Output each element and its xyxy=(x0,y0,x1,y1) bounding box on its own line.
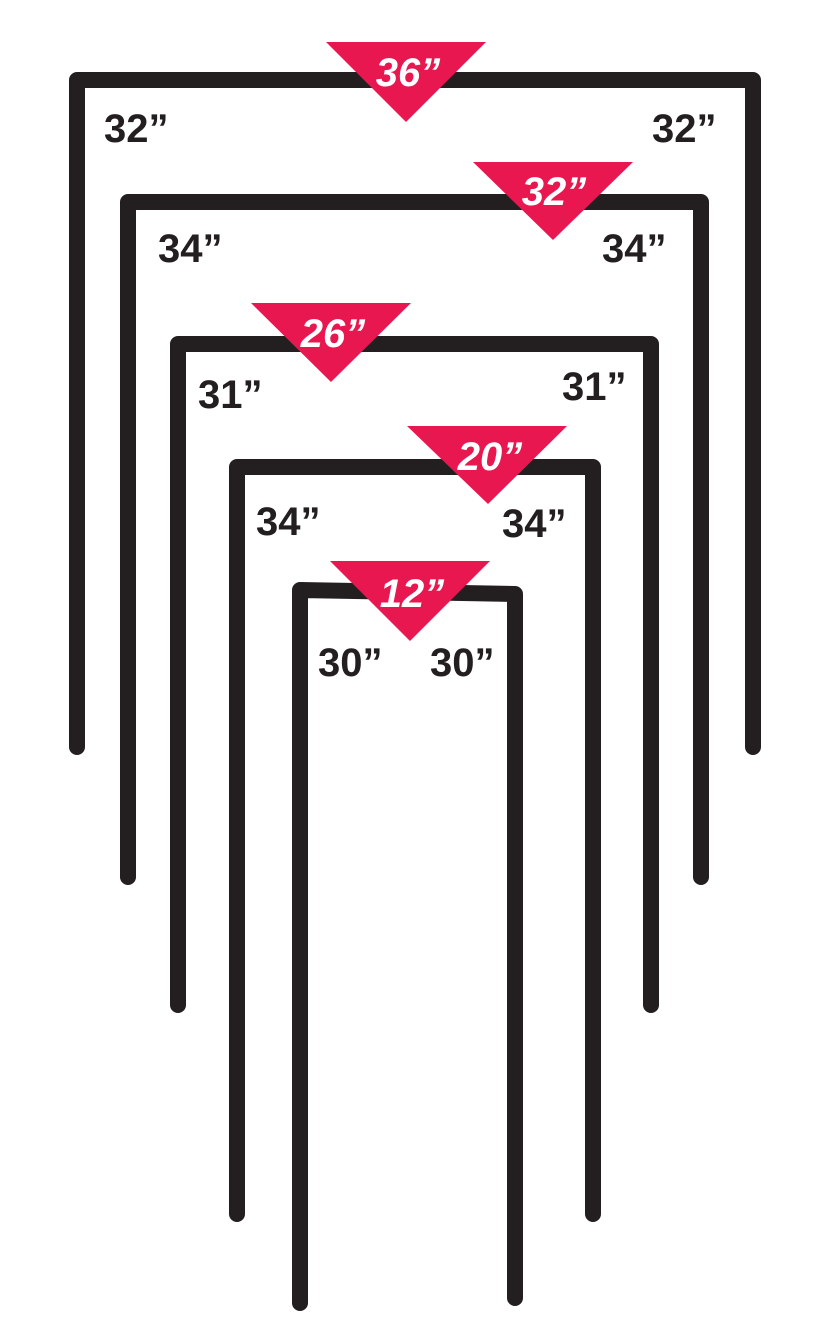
frame-5-badge-triangle xyxy=(330,561,490,641)
frame-1-width-badge: 36” xyxy=(326,42,486,122)
frame-5: 30” 30” xyxy=(292,582,523,1311)
frame-2: 34” 34” xyxy=(120,194,709,885)
frame-3-right-label: 31” xyxy=(562,365,627,409)
frame-4-left-label: 34” xyxy=(256,500,321,544)
frame-3-outline xyxy=(170,336,659,1013)
frame-1-left-label: 32” xyxy=(104,107,169,151)
frame-3-left-label: 31” xyxy=(198,373,263,417)
frame-2-left-label: 34” xyxy=(158,227,223,271)
frame-4-badge-triangle xyxy=(407,426,567,504)
frame-5-width-badge: 12” xyxy=(330,561,490,641)
frame-3: 31” 31” xyxy=(170,336,659,1013)
frame-1-right-label: 32” xyxy=(652,107,717,151)
frame-2-width-badge: 32” xyxy=(473,162,633,240)
frame-5-width-label: 12” xyxy=(380,572,445,616)
frame-1-badge-triangle xyxy=(326,42,486,122)
frame-4-outline xyxy=(229,459,601,1222)
frame-4-width-label: 20” xyxy=(457,435,523,479)
frame-4-width-badge: 20” xyxy=(407,426,567,504)
frame-2-outline xyxy=(120,194,709,885)
frame-3-badge-triangle xyxy=(251,303,411,382)
frame-3-width-label: 26” xyxy=(300,312,366,356)
frame-5-outline xyxy=(292,582,523,1311)
frame-4: 34” 34” xyxy=(229,459,601,1222)
frame-5-left-label: 30” xyxy=(318,641,383,685)
frame-2-width-label: 32” xyxy=(522,170,587,214)
frame-1-width-label: 36” xyxy=(376,51,441,95)
frame-5-right-label: 30” xyxy=(430,641,495,685)
frame-2-right-label: 34” xyxy=(602,227,667,271)
frame-3-width-badge: 26” xyxy=(251,303,411,382)
frame-4-right-label: 34” xyxy=(502,502,567,546)
frame-2-badge-triangle xyxy=(473,162,633,240)
